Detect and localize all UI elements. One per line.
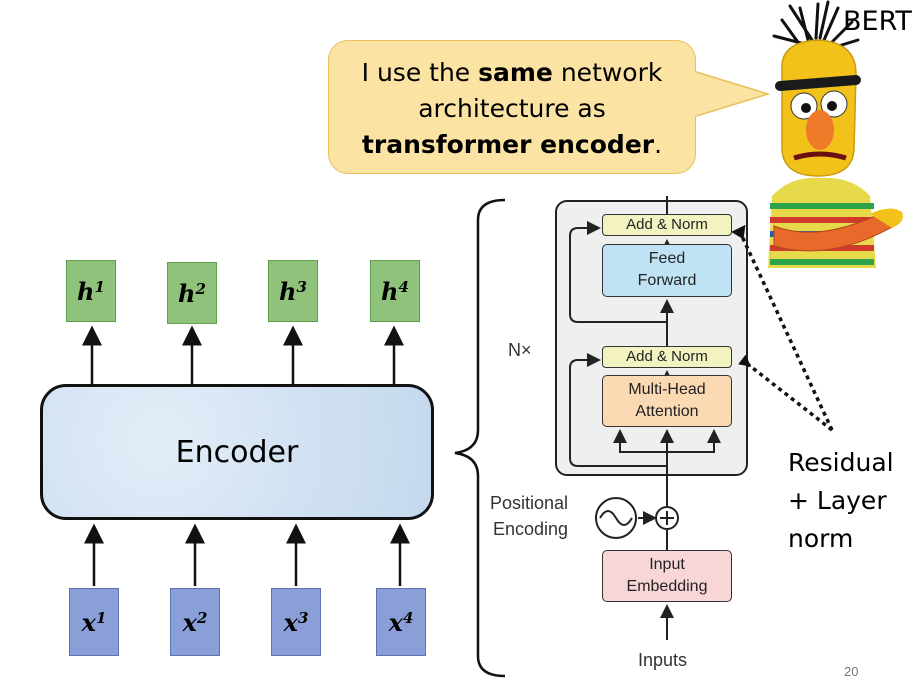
input-embedding-block: Input Embedding [602,550,732,602]
add-norm-top: Add & Norm [602,214,732,236]
add-norm-bottom: Add & Norm [602,346,732,368]
bert-label: BERT [843,6,912,37]
embedding-line-2: Embedding [626,578,708,595]
bert-character-image [768,0,903,268]
multi-head-attention-block: Multi-Head Attention [602,375,732,427]
nx-label: N× [508,340,532,360]
encoder-block: Encoder [40,384,434,520]
mha-line-2: Attention [635,403,699,420]
speech-bubble: I use the same network architecture as t… [328,40,696,174]
encoder-label: Encoder [175,434,299,470]
feed-forward-block: Feed Forward [602,244,732,297]
bubble-line-2: architecture as [418,94,606,123]
embedding-line-1: Input [649,556,685,573]
positional-encoding-label: Positional Encoding [490,493,569,539]
bubble-line-3: transformer encoder. [361,130,663,159]
mha-line-1: Multi-Head [628,381,706,398]
feed-forward-line-2: Forward [637,272,697,289]
inputs-label: Inputs [638,650,688,670]
feed-forward-line-1: Feed [648,250,686,267]
page-number: 20 [844,664,859,679]
bubble-tail-joint [693,72,697,116]
bubble-line-1: I use the same network [361,58,663,87]
residual-annotation: Residual + Layer norm [788,448,894,553]
